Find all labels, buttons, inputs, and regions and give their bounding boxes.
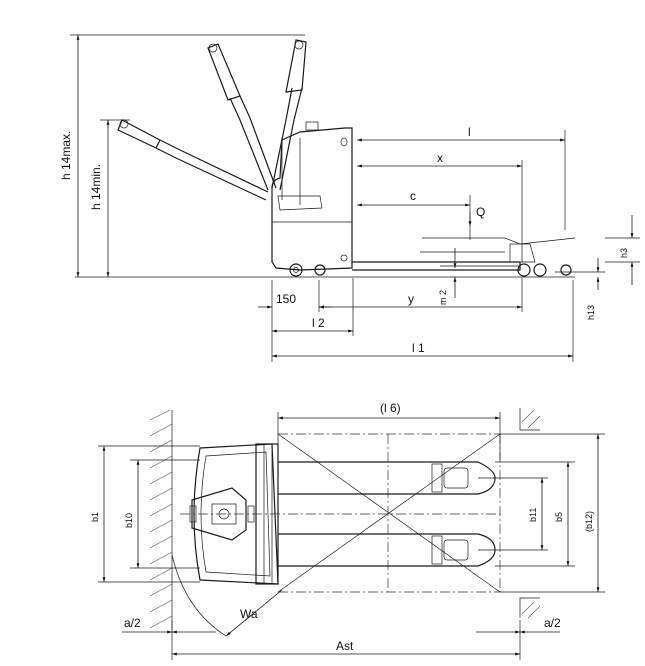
tiller-positions — [117, 39, 307, 201]
label-c: c — [410, 189, 416, 203]
label-b1: b1 — [90, 512, 100, 522]
label-l2: l 2 — [312, 316, 325, 330]
truck-body-side — [271, 121, 353, 277]
dim-l-x-c — [357, 130, 566, 262]
label-h3: h3 — [619, 248, 629, 258]
label-h14max: h 14max. — [59, 131, 73, 180]
pallet-outline — [180, 433, 501, 593]
label-l6: (l 6) — [380, 401, 401, 415]
side-view: h 14max. h 14min. l x c Q h3 m 2 — [59, 34, 640, 362]
dim-150-y — [258, 278, 574, 362]
label-y: y — [408, 292, 414, 306]
dim-h13 — [555, 258, 605, 290]
dim-l6 — [277, 412, 501, 460]
dim-b1-b10 — [98, 445, 200, 583]
label-h14min: h 14min. — [89, 164, 103, 210]
label-Q: Q — [476, 205, 485, 219]
wa-arc — [171, 554, 283, 637]
label-b11: b11 — [528, 508, 538, 522]
label-Wa: Wa — [240, 607, 258, 621]
right-wall-hatch — [519, 408, 541, 619]
label-Ast: Ast — [336, 639, 354, 653]
label-a2-right: a/2 — [544, 616, 561, 630]
label-b10: b10 — [124, 513, 134, 528]
label-m2: m 2 — [438, 290, 448, 305]
label-x: x — [437, 151, 443, 165]
label-b5: b5 — [554, 512, 564, 522]
label-b12: (b12) — [584, 511, 594, 532]
fork-side — [352, 237, 576, 277]
label-l1: l 1 — [412, 341, 425, 355]
dim-h14 — [70, 34, 305, 277]
label-l: l — [468, 125, 471, 139]
dim-b11-b5-b12 — [478, 433, 605, 593]
label-a2-left: a/2 — [124, 616, 141, 630]
label-h13: h13 — [586, 305, 596, 320]
left-wall-hatch — [149, 409, 173, 630]
dim-a2-ast — [122, 620, 560, 660]
dim-h3 — [605, 215, 640, 285]
label-150: 150 — [276, 292, 296, 306]
top-view: Wa (l 6) b1 b10 — [90, 401, 605, 660]
